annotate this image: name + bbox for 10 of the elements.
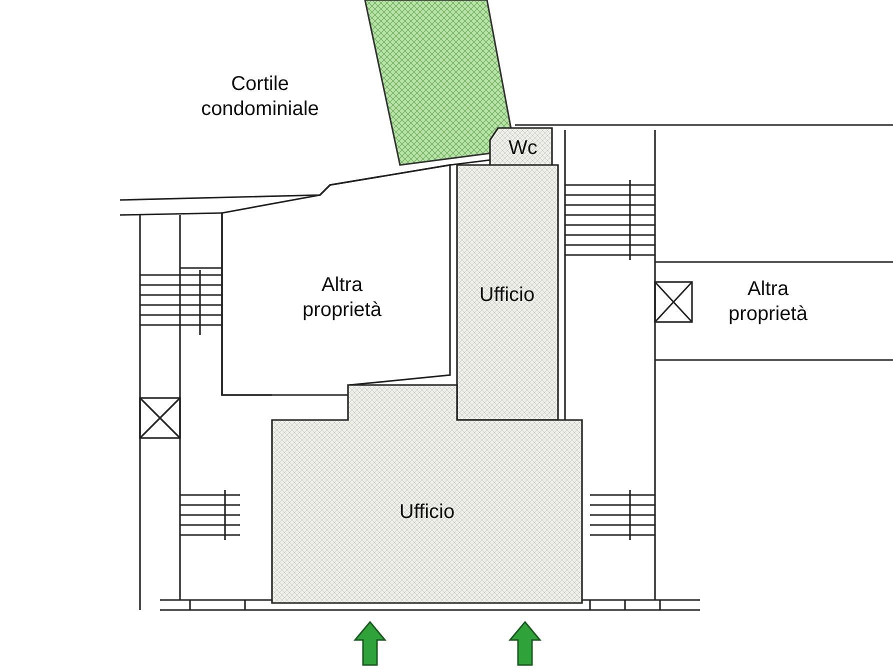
room (222, 165, 450, 395)
room-label: Altra proprietà (302, 273, 382, 323)
office-room (457, 165, 558, 420)
area-label: Cortile condominiale (200, 72, 320, 122)
room-label: Ufficio (398, 500, 456, 525)
room-label: Ufficio (478, 283, 536, 308)
office-room (272, 385, 582, 603)
area-label: Altra proprietà (728, 277, 808, 327)
room-label: Wc (508, 136, 538, 161)
wc-room (490, 128, 552, 166)
